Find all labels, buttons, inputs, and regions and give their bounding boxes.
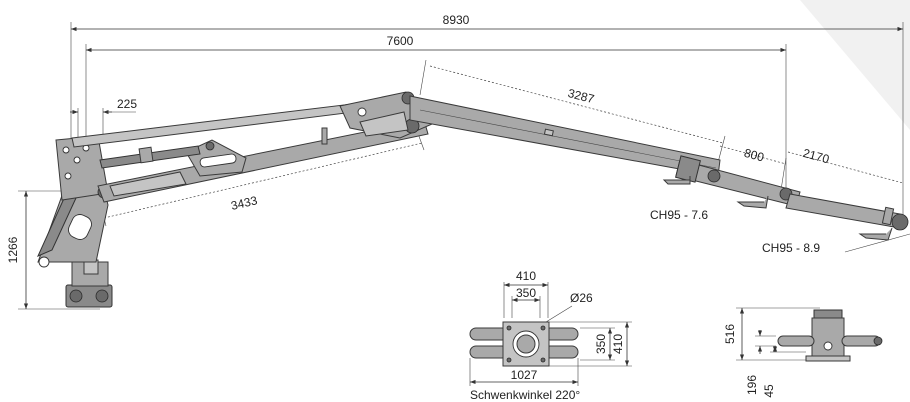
top-view-dim-350-vertical: 350	[594, 334, 608, 354]
rotators	[662, 176, 910, 253]
dim-8930: 8930	[70, 13, 904, 215]
outer-boom	[409, 95, 909, 231]
rotator-label-ch95-76: CH95 - 7.6	[650, 208, 708, 222]
top-view-dim-1027: 1027	[511, 368, 538, 382]
background-shade	[800, 0, 910, 130]
top-view-slew-angle: Schwenkwinkel 220°	[470, 388, 580, 402]
dim-7600-label: 7600	[387, 34, 414, 48]
dim-225-label: 225	[117, 97, 137, 111]
dim-3433-label: 3433	[230, 193, 259, 213]
inner-boom	[55, 91, 433, 203]
crane-column	[37, 179, 113, 308]
dim-1266-label: 1266	[6, 236, 20, 263]
dim-7600: 7600	[85, 34, 787, 195]
dim-1266: 1266	[6, 190, 100, 310]
dim-800: 800	[719, 145, 787, 191]
dim-2170-label: 2170	[801, 146, 831, 167]
side-view-dim-196: 196	[745, 375, 759, 395]
top-view-dim-410: 410	[516, 269, 536, 283]
top-view-bolt-diameter: Ø26	[570, 291, 593, 305]
dim-3287-label: 3287	[566, 86, 596, 106]
rotator-label-ch95-89: CH95 - 8.9	[762, 241, 820, 255]
dim-800-label: 800	[743, 146, 766, 165]
base-side-view: 516 196 45	[723, 307, 883, 398]
top-view-dim-410-vertical: 410	[611, 334, 625, 354]
top-view-dim-350: 350	[516, 286, 536, 300]
dim-2170: 2170	[787, 146, 904, 184]
side-view-dim-516: 516	[723, 324, 737, 344]
dim-8930-label: 8930	[443, 13, 470, 27]
base-top-view: 410 350 Ø26 350 410 1027 Schwenkwinkel 2…	[469, 269, 632, 402]
side-view-dim-45: 45	[762, 384, 776, 398]
